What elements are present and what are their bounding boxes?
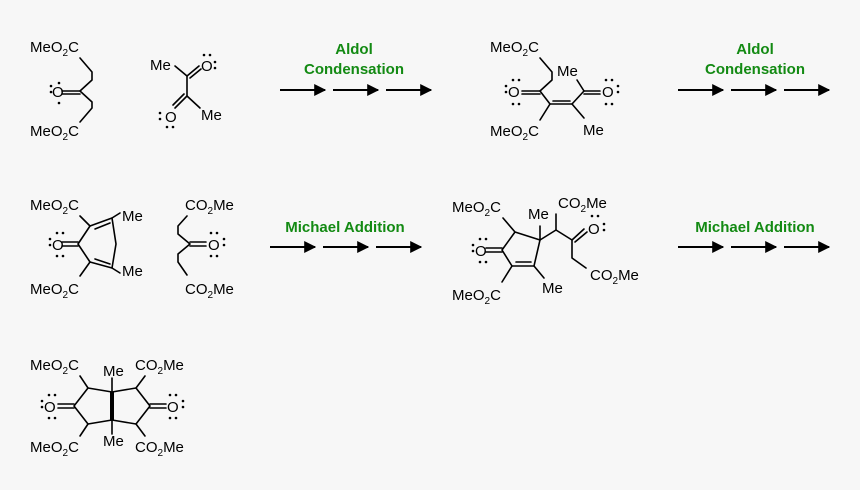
step-label: Aldol xyxy=(736,41,774,58)
molecule-michael-adduct: MeO2C Me Me CO2Me O CO2Me O MeO2C xyxy=(452,195,639,307)
svg-text:O: O xyxy=(588,221,600,238)
svg-text:O: O xyxy=(201,58,213,75)
svg-text:O: O xyxy=(52,84,64,101)
step-michael-2: Michael Addition xyxy=(678,219,831,253)
svg-text:MeO2C: MeO2C xyxy=(452,287,501,307)
svg-text:MeO2C: MeO2C xyxy=(30,357,79,377)
molecule-aldol-product: MeO2C O Me Me O MeO2C xyxy=(490,39,620,143)
molecule-dimethyl-acetonedicarboxylate: MeO2C O MeO2C xyxy=(30,39,93,143)
step-aldol-1: Aldol Condensation xyxy=(280,41,433,96)
svg-text:O: O xyxy=(167,399,179,416)
molecule-cyclopentadienone: MeO2C Me Me O MeO2C xyxy=(30,197,143,301)
svg-text:MeO2C: MeO2C xyxy=(490,39,539,59)
svg-text:O: O xyxy=(508,84,520,101)
svg-text:Me: Me xyxy=(122,208,143,225)
svg-text:MeO2C: MeO2C xyxy=(30,281,79,301)
svg-text:CO2Me: CO2Me xyxy=(135,439,184,459)
svg-text:MeO2C: MeO2C xyxy=(452,199,501,219)
svg-text:MeO2C: MeO2C xyxy=(30,123,79,143)
svg-text:CO2Me: CO2Me xyxy=(135,357,184,377)
step-label: Condensation xyxy=(304,61,404,78)
svg-text:CO2Me: CO2Me xyxy=(185,197,234,217)
svg-text:Me: Me xyxy=(201,107,222,124)
svg-text:CO2Me: CO2Me xyxy=(590,267,639,287)
svg-text:O: O xyxy=(602,84,614,101)
molecule-bicyclooctanedione-product: MeO2C CO2Me Me Me O O MeO2C CO2Me xyxy=(30,357,185,459)
step-label: Condensation xyxy=(705,61,805,78)
svg-text:Me: Me xyxy=(542,280,563,297)
svg-text:Me: Me xyxy=(103,363,124,380)
svg-text:MeO2C: MeO2C xyxy=(30,197,79,217)
svg-text:Me: Me xyxy=(528,206,549,223)
step-aldol-2: Aldol Condensation xyxy=(678,41,831,96)
svg-text:O: O xyxy=(44,399,56,416)
svg-text:O: O xyxy=(208,237,220,254)
svg-text:O: O xyxy=(475,243,487,260)
svg-text:CO2Me: CO2Me xyxy=(558,195,607,215)
svg-text:Me: Me xyxy=(103,433,124,450)
step-label: Michael Addition xyxy=(285,219,404,236)
svg-text:Me: Me xyxy=(122,263,143,280)
svg-text:Me: Me xyxy=(583,122,604,139)
svg-text:MeO2C: MeO2C xyxy=(30,439,79,459)
molecule-butanedione: Me O O Me xyxy=(150,53,222,129)
svg-text:O: O xyxy=(165,109,177,126)
step-label: Aldol xyxy=(335,41,373,58)
molecule-dimethyl-acetonedicarboxylate-2: CO2Me O CO2Me xyxy=(177,197,234,301)
svg-text:Me: Me xyxy=(557,63,578,80)
svg-text:CO2Me: CO2Me xyxy=(185,281,234,301)
svg-text:O: O xyxy=(52,237,64,254)
step-label: Michael Addition xyxy=(695,219,814,236)
step-michael-1: Michael Addition xyxy=(270,219,423,253)
svg-text:Me: Me xyxy=(150,57,171,74)
svg-text:MeO2C: MeO2C xyxy=(30,39,79,59)
svg-text:MeO2C: MeO2C xyxy=(490,123,539,143)
